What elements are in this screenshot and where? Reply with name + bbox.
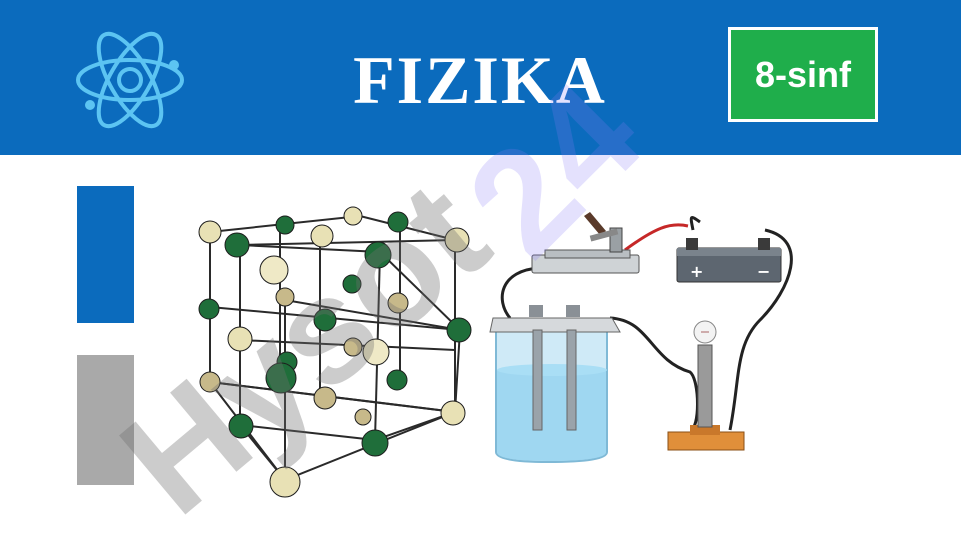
decor-bar-gray [77, 355, 134, 485]
header-band: FIZIKA 8-sinf [0, 0, 961, 155]
crystal-lattice-model [198, 206, 472, 498]
svg-text:Hysot: Hysot [90, 149, 517, 540]
electrolysis-circuit: + − [489, 212, 793, 464]
svg-text:+: + [690, 262, 703, 281]
decor-bar-blue [77, 186, 134, 323]
svg-text:−: − [757, 262, 770, 281]
atom-icon [76, 31, 184, 129]
grade-label: 8-sinf [731, 30, 875, 119]
page-title: FIZIKA [353, 42, 607, 118]
grade-badge: 8-sinf [728, 27, 878, 122]
